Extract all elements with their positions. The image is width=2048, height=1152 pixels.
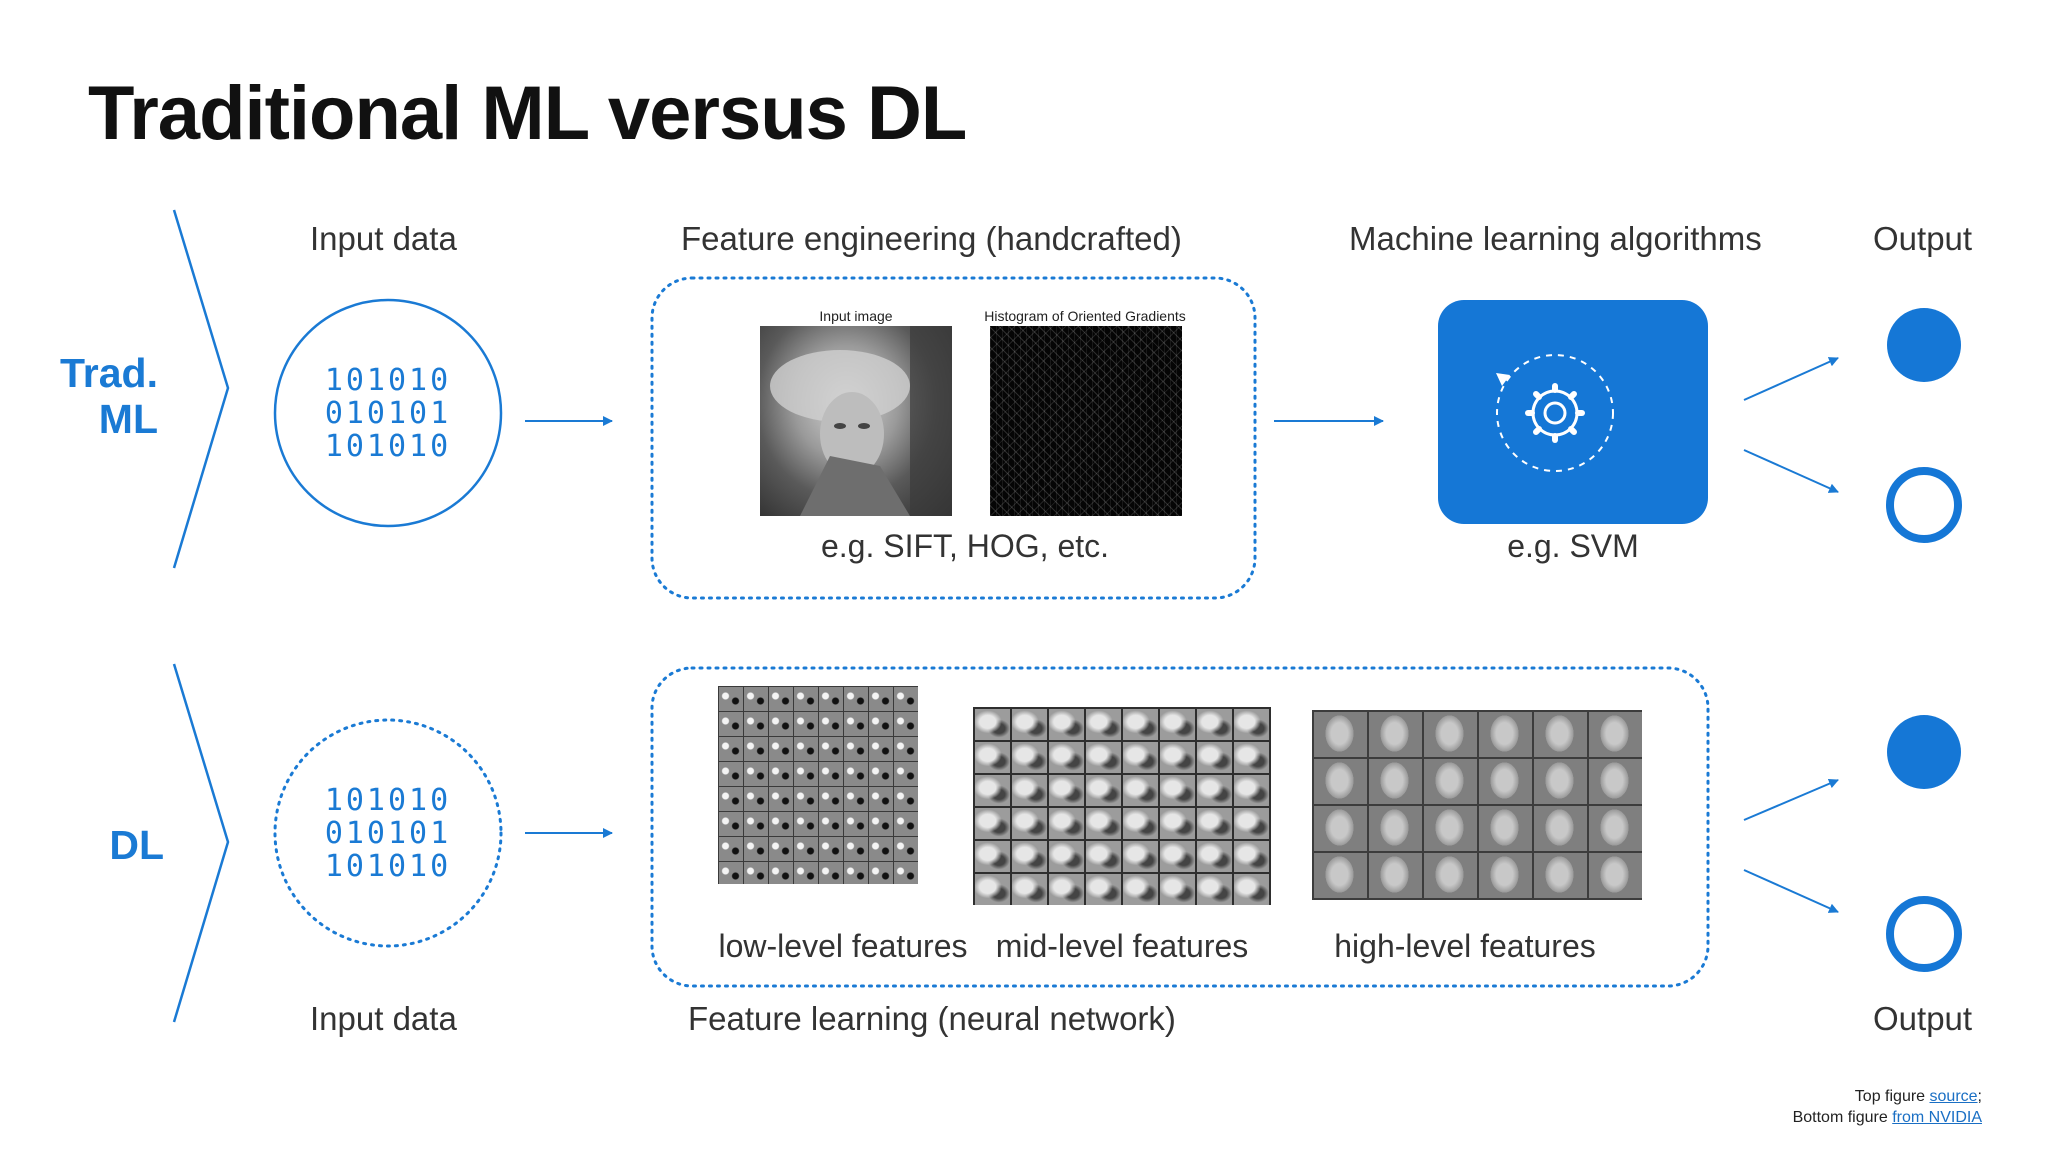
ml-algorithms-header: Machine learning algorithms [1349,220,1762,257]
bottom-input-footer: Input data [310,1000,457,1037]
top-row-label-line2: ML [98,396,158,442]
nvidia-source-link[interactable]: from NVIDIA [1892,1109,1982,1126]
top-output-arrow-up [1743,357,1839,401]
bottom-output-arrow-down [1743,869,1839,913]
bits-line: 101010 [324,849,452,884]
input-image [760,326,952,516]
low-level-features-image [718,686,918,884]
bits-line: 010101 [324,816,452,851]
credits-line-2: Bottom figure from NVIDIA [1793,1107,1982,1128]
bottom-output-filled [1887,715,1961,789]
credits-bottom-prefix: Bottom figure [1792,1109,1893,1126]
top-row-label-line1: Trad. [60,350,158,396]
hog-image [990,326,1182,516]
feature-example-caption: e.g. SIFT, HOG, etc. [820,528,1110,564]
slide-title: Traditional ML versus DL [88,71,967,156]
top-row-bracket [172,209,230,569]
feature-engineering-box [650,276,1257,600]
feature-learning-box [650,666,1710,988]
top-input-bits: 101010 010101 101010 [318,364,458,463]
feature-engineering-header: Feature engineering (handcrafted) [681,220,1182,257]
bottom-output-footer: Output [1873,1000,1973,1037]
mid-level-features-image [973,707,1271,905]
bits-line: 010101 [324,396,452,431]
bottom-row-bracket [172,663,230,1023]
bottom-output-arrow-up [1743,778,1839,821]
high-level-features-image [1312,710,1642,900]
bottom-input-bits: 101010 010101 101010 [318,784,458,883]
figure-credits: Top figure source; Bottom figure from NV… [1793,1086,1982,1128]
bottom-row-label: DL [109,822,164,868]
bottom-input-circle [273,718,503,948]
bits-line: 101010 [324,783,452,818]
top-input-header: Input data [310,220,457,257]
credits-top-prefix: Top figure [1854,1088,1930,1105]
top-output-filled [1887,308,1961,382]
bottom-output-hollow [1886,896,1962,972]
gear-cycle-icon [1496,354,1614,472]
input-image-caption: Input image [819,308,893,324]
bits-line: 101010 [324,363,452,398]
low-level-caption: low-level features [718,928,968,964]
credits-top-suffix: ; [1977,1088,1982,1105]
feature-learning-footer: Feature learning (neural network) [688,1000,1176,1037]
top-row-label: Trad. ML [40,350,158,442]
ml-algorithm-box [1438,300,1708,524]
high-level-caption: high-level features [1334,928,1596,964]
top-output-arrow-down [1743,449,1839,493]
top-figure-source-link[interactable]: source [1929,1088,1978,1105]
credits-line-1: Top figure source; [1793,1086,1982,1107]
hog-caption: Histogram of Oriented Gradients [984,308,1186,324]
mid-level-caption: mid-level features [995,928,1249,964]
bits-line: 101010 [324,429,452,464]
top-output-header: Output [1873,220,1973,257]
ml-example-caption: e.g. SVM [1507,528,1639,564]
top-input-circle [273,298,503,528]
top-output-hollow [1886,467,1962,543]
